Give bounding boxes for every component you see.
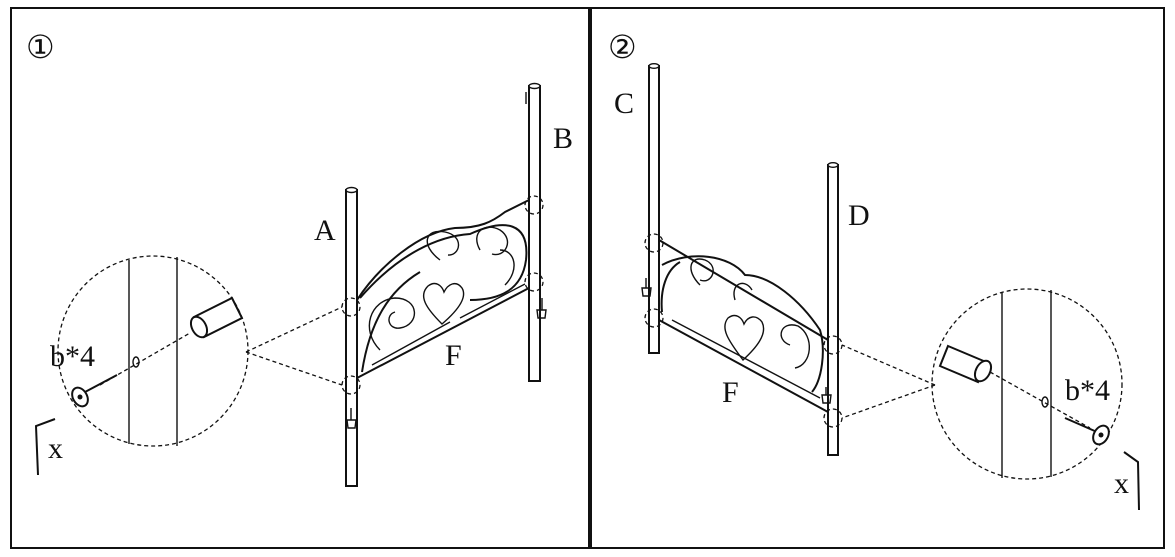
post-a-label: A: [314, 214, 336, 247]
step-2-frame: [590, 7, 1165, 549]
headboard-panel-f-2: [658, 239, 829, 413]
joint-markers: [341, 195, 544, 395]
allen-key-icon: [34, 418, 56, 476]
detail-zoom-2: [841, 288, 1123, 480]
panel-f-label-2: F: [722, 376, 739, 409]
post-c-label: C: [614, 87, 634, 120]
step-1-panel: ① A B F: [10, 7, 590, 549]
tool-label: x: [48, 432, 63, 465]
step-2-number: ②: [608, 29, 637, 65]
screw-label-2: b*4: [1065, 374, 1110, 407]
post-b-label: B: [553, 122, 573, 155]
headboard-panel-f: [356, 199, 530, 379]
tool-label-2: x: [1114, 467, 1129, 500]
step-1-frame: [10, 7, 590, 549]
post-d: [821, 161, 839, 456]
post-a: [345, 186, 358, 487]
detail-zoom-1: [57, 255, 343, 447]
bolt-icon: [71, 374, 118, 408]
step-1-number: ①: [26, 29, 55, 65]
screw-label: b*4: [50, 340, 95, 373]
post-b: [525, 82, 547, 382]
post-c: [641, 63, 660, 354]
allen-key-icon-2: [1123, 451, 1140, 511]
post-d-label: D: [848, 199, 870, 232]
bolt-icon-2: [1064, 417, 1110, 446]
panel-f-label: F: [445, 339, 462, 372]
step-2-panel: ② C D F: [590, 7, 1165, 549]
